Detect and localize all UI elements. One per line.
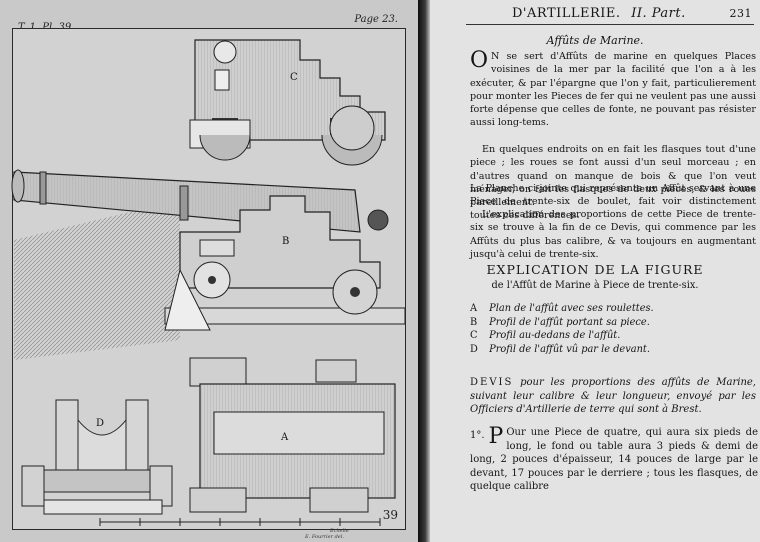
legend-item: C Profil au-dedans de l'affût. xyxy=(470,329,750,343)
plate-page-note: Page 23. xyxy=(354,14,398,25)
carriage-engraving xyxy=(11,39,406,526)
page-number: 231 xyxy=(729,7,752,20)
figure-heading: EXPLICATION DE LA FIGURE xyxy=(486,262,704,277)
legend-item: B Profil de l'affût portant sa piece. xyxy=(470,316,750,330)
paragraph-1: O N se sert d'Affûts de marine en quelqu… xyxy=(470,50,756,130)
numbered-text: Our une Piece de quatre, qui aura six pi… xyxy=(470,427,758,493)
legend-text: Profil de l'affût vû par le devant. xyxy=(489,343,650,355)
paragraph-4: L'explication des proportions de cette P… xyxy=(470,209,756,260)
figure-a-carriage-plan xyxy=(189,357,396,513)
book-gutter xyxy=(418,0,430,542)
running-head-part: II. Part. xyxy=(631,6,686,21)
figure-label-d: D xyxy=(96,418,105,429)
plate-reference: T. 1. Pl. 39 xyxy=(18,22,71,33)
running-head-title: D'ARTILLERIE. xyxy=(512,6,621,21)
legend-item: D Profil de l'affût vû par le devant. xyxy=(470,343,750,357)
figure-label-c: C xyxy=(290,72,298,83)
paragraph-1-text: N se sert d'Affûts de marine en quelques… xyxy=(470,51,756,129)
background-shading xyxy=(14,200,180,360)
numbered-dropcap: P xyxy=(488,424,504,449)
legend-text: Plan de l'affût avec ses roulettes. xyxy=(489,303,654,314)
header-rule xyxy=(466,24,754,25)
figure-label-a: A xyxy=(281,432,289,443)
figure-legend: A Plan de l'affût avec ses roulettes. B … xyxy=(470,302,750,356)
section-title: Affûts de Marine. xyxy=(546,34,644,47)
figure-label-b: B xyxy=(282,236,290,247)
legend-item: A Plan de l'affût avec ses roulettes. xyxy=(470,302,750,316)
legend-key: A xyxy=(470,303,478,314)
legend-key: C xyxy=(470,330,478,341)
running-head: D'ARTILLERIE. II. Part. 231 xyxy=(512,6,752,21)
devis-lead: DEVIS xyxy=(470,377,514,388)
figure-d-front-view xyxy=(21,399,173,515)
plate-page: T. 1. Pl. 39 Page 23. xyxy=(0,0,418,542)
legend-key: D xyxy=(470,343,478,355)
paragraph-3: La Planche ci-jointe qui représente un A… xyxy=(470,183,756,221)
numbered-paragraph: 1°. P Our une Piece de quatre, qui aura … xyxy=(470,426,758,494)
text-page: D'ARTILLERIE. II. Part. 231 Affûts de Ma… xyxy=(430,0,760,542)
devis-text: pour les proportions des affûts de Marin… xyxy=(470,377,756,416)
legend-text: Profil de l'affût portant sa piece. xyxy=(489,316,650,328)
figure-subheading: de l'Affût de Marine à Piece de trente-s… xyxy=(491,280,699,291)
figure-c-carriage-side xyxy=(189,39,386,166)
plate-number: 39 xyxy=(382,508,398,522)
numbered-marker: 1°. xyxy=(470,430,485,441)
paragraph-1-dropcap: O xyxy=(470,48,489,73)
paragraph-2: En quelques endroits on en fait les flas… xyxy=(470,144,756,209)
scale-caption: Echelle xyxy=(330,528,349,534)
figure-b-cannon-profile xyxy=(11,169,406,331)
legend-key: B xyxy=(470,316,478,328)
devis-heading: DEVIS pour les proportions des affûts de… xyxy=(470,376,756,417)
legend-text: Profil au-dedans de l'affût. xyxy=(489,330,621,341)
engraver-signature: E. Fourrier del. xyxy=(305,534,344,540)
scale-bar xyxy=(99,518,381,526)
